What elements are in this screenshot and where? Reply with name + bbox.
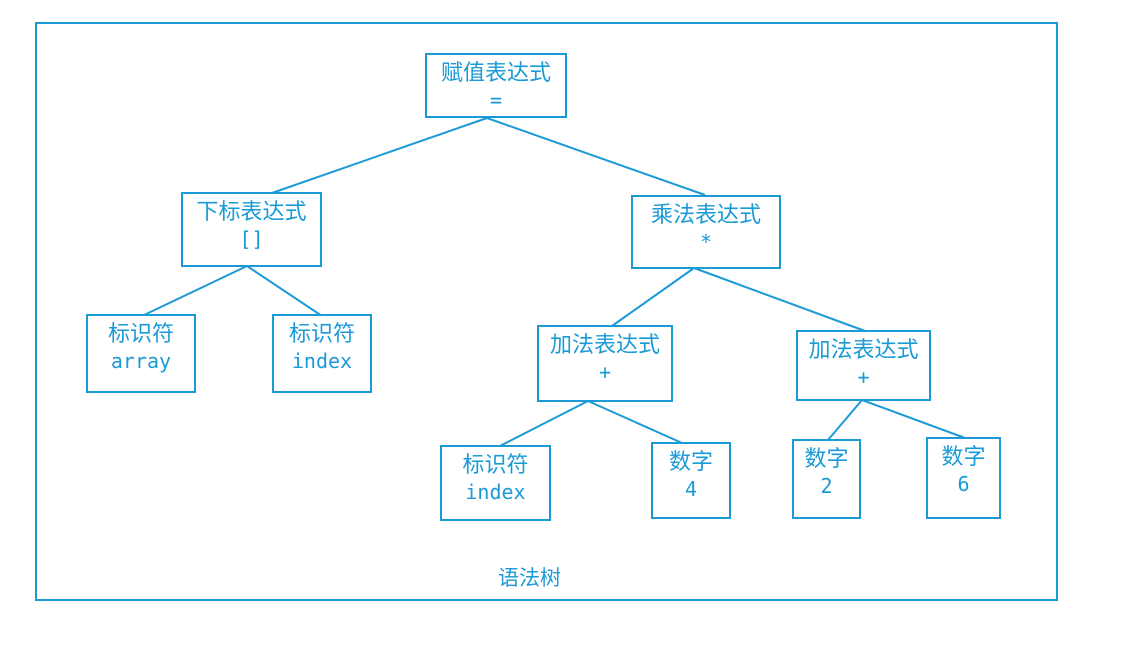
edge-root-subscript xyxy=(271,117,488,194)
node-label: 标识符 xyxy=(462,453,529,478)
edge-multiply-add1 xyxy=(611,267,695,327)
node-symbol: + xyxy=(857,365,870,389)
edge-multiply-add2 xyxy=(693,267,866,332)
node-addition-expression-right: 加法表达式 + xyxy=(796,330,931,401)
node-symbol: = xyxy=(489,88,503,112)
node-number-2: 数字 2 xyxy=(792,439,861,519)
node-symbol: 6 xyxy=(957,472,970,496)
edge-add2-num2 xyxy=(827,399,863,441)
node-identifier-index-2: 标识符 index xyxy=(440,445,551,521)
node-identifier-index: 标识符 index xyxy=(272,314,372,393)
edge-add2-num6 xyxy=(861,399,966,439)
node-label: 乘法表达式 xyxy=(650,203,761,228)
edge-add1-num4 xyxy=(587,400,683,444)
node-subscript-expression: 下标表达式 [] xyxy=(181,192,322,267)
node-label: 加法表达式 xyxy=(808,338,919,363)
node-symbol: * xyxy=(699,230,713,254)
node-identifier-array: 标识符 array xyxy=(86,314,196,393)
node-label: 赋值表达式 xyxy=(440,61,551,86)
node-number-6: 数字 6 xyxy=(926,437,1001,519)
node-symbol: array xyxy=(110,349,172,373)
node-multiply-expression: 乘法表达式 * xyxy=(631,195,781,269)
diagram-frame xyxy=(35,22,1058,601)
node-label: 标识符 xyxy=(288,322,355,347)
edge-subscript-index xyxy=(246,265,323,317)
edge-root-multiply xyxy=(486,117,706,196)
node-label: 下标表达式 xyxy=(196,200,307,225)
node-number-4: 数字 4 xyxy=(651,442,731,519)
edge-subscript-array xyxy=(141,265,248,317)
node-symbol: 4 xyxy=(684,477,698,501)
node-label: 数字 xyxy=(941,445,986,470)
node-assignment-expression: 赋值表达式 = xyxy=(425,53,567,118)
node-label: 数字 xyxy=(804,447,849,472)
node-label: 数字 xyxy=(668,450,713,475)
node-symbol: index xyxy=(465,480,526,504)
node-symbol: index xyxy=(291,349,353,373)
diagram-caption: 语法树 xyxy=(498,566,561,590)
node-symbol: + xyxy=(598,360,612,384)
node-label: 标识符 xyxy=(107,322,174,347)
edge-add1-index xyxy=(499,400,589,447)
node-label: 加法表达式 xyxy=(549,333,660,358)
node-addition-expression-left: 加法表达式 + xyxy=(537,325,673,402)
node-symbol: 2 xyxy=(820,474,833,498)
node-symbol: [] xyxy=(239,227,264,251)
